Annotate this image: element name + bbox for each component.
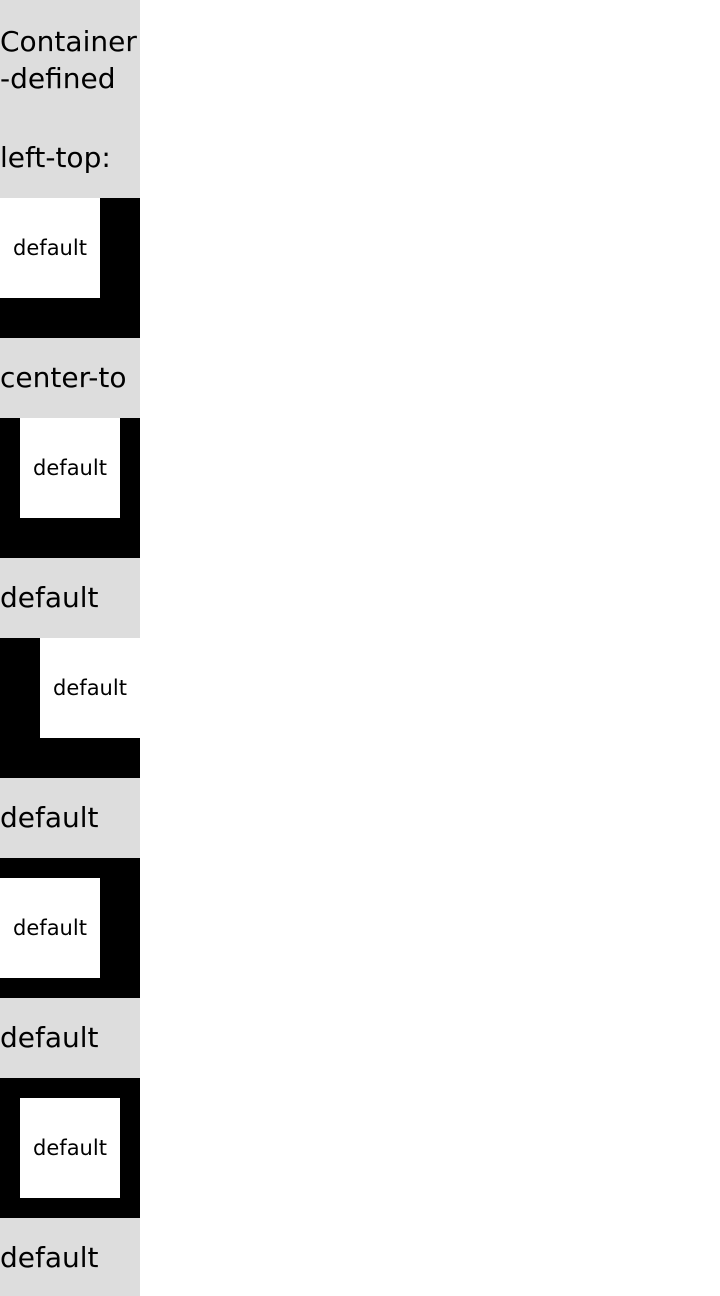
section-label-4: default [0,778,140,858]
section-label-3: default [0,558,140,638]
demo-frame-4: default [0,858,140,998]
page-heading: Container-defined [0,0,140,118]
demo-tile-label-1: default [13,235,87,260]
section-label-2: center-to [0,338,140,418]
alignment-demo-column: Container-defined left-top: default cent… [0,0,140,1296]
demo-tile-label-4: default [13,915,87,940]
section-label-5: default [0,998,140,1078]
demo-tile-label-5: default [33,1135,107,1160]
section-label-6: default [0,1218,140,1296]
demo-tile-label-3: default [53,675,127,700]
demo-frame-3: default [0,638,140,778]
demo-tile-label-2: default [33,455,107,480]
demo-frame-2: default [0,418,140,558]
demo-tile-1: default [0,198,100,298]
demo-frame-1: default [0,198,140,338]
demo-tile-2: default [20,418,120,518]
demo-tile-4: default [0,878,100,978]
section-label-1: left-top: [0,118,140,198]
demo-tile-3: default [40,638,140,738]
demo-frame-5: default [0,1078,140,1218]
demo-tile-5: default [20,1098,120,1198]
